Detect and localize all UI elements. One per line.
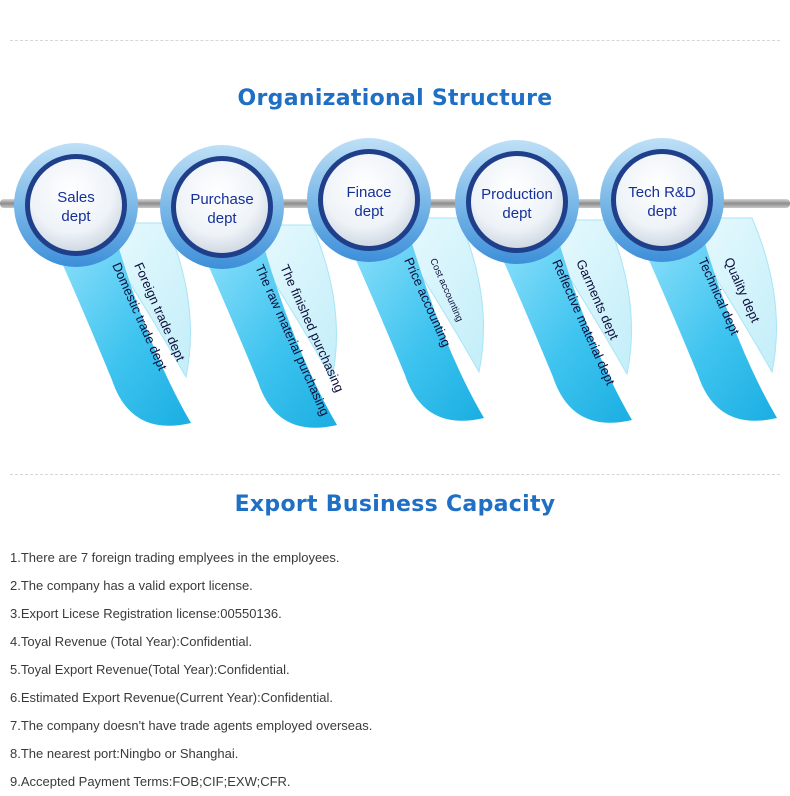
department-face — [176, 161, 268, 253]
department-tail-front — [54, 245, 191, 426]
export-capacity-title: Export Business Capacity — [234, 492, 556, 517]
department-tail-front — [200, 247, 337, 428]
department-face — [471, 156, 563, 248]
export-facts-list: 1.There are 7 foreign trading emplyees i… — [10, 544, 780, 796]
export-fact-item: 2.The company has a valid export license… — [10, 578, 253, 593]
top-divider — [10, 40, 780, 41]
department-tail-front — [640, 240, 777, 421]
department-tail-front — [347, 240, 484, 421]
export-fact-item: 9.Accepted Payment Terms:FOB;CIF;EXW;CFR… — [10, 774, 291, 789]
export-fact-item: 7.The company doesn't have trade agents … — [10, 718, 373, 733]
export-fact-item: 6.Estimated Export Revenue(Current Year)… — [10, 690, 334, 705]
department-face — [30, 159, 122, 251]
export-fact-item: 3.Export Licese Registration license:005… — [10, 606, 282, 621]
export-fact-item: 8.The nearest port:Ningbo or Shanghai. — [10, 746, 239, 761]
department-face — [616, 154, 708, 246]
export-fact-item: 1.There are 7 foreign trading emplyees i… — [10, 550, 340, 565]
org-structure-title: Organizational Structure — [237, 86, 553, 111]
export-fact-item: 5.Toyal Export Revenue(Total Year):Confi… — [10, 662, 290, 677]
department-tail-front — [495, 242, 632, 423]
export-fact-item: 4.Toyal Revenue (Total Year):Confidentia… — [10, 634, 253, 649]
department-face — [323, 154, 415, 246]
middle-divider — [10, 474, 780, 475]
